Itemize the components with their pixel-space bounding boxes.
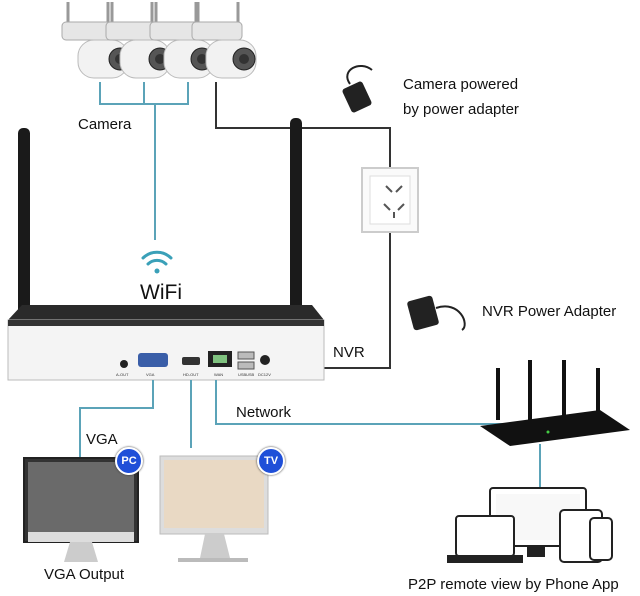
laptop-icon (455, 515, 515, 557)
camera-3 (149, 2, 215, 79)
port-label-dc12v: DC12V (258, 372, 271, 377)
camera-4 (191, 2, 257, 79)
tv-monitor-icon (159, 455, 269, 562)
a-out-port (120, 360, 128, 368)
camera-powered-line1: Camera powered (403, 76, 519, 93)
output-connectors (79, 380, 541, 488)
pc-monitor-icon (23, 457, 139, 562)
vga-output-label: VGA Output (44, 566, 125, 583)
nvr-power-adapter-label: NVR Power Adapter (482, 303, 617, 320)
usb-port-2 (237, 361, 255, 370)
power-lines (215, 82, 391, 369)
camera-label: Camera (78, 116, 132, 133)
port-label-wan: WAN (214, 372, 223, 377)
wall-socket-icon (361, 167, 419, 233)
camera-powered-label: Camera powered by power adapter (403, 72, 519, 122)
camera-connectors (99, 82, 189, 240)
nvr-antenna-right (290, 118, 302, 338)
cameras-group (61, 2, 257, 79)
network-label: Network (236, 404, 292, 421)
dc12v-port (260, 355, 270, 365)
nvr-device: A-OUT VGA HD-OUT WAN USB USB DC12V (7, 305, 325, 381)
nvr-antenna-left (18, 128, 30, 328)
camera-powered-line2: by power adapter (403, 101, 519, 118)
hdmi-port (182, 357, 200, 365)
remote-devices-icon (447, 487, 613, 563)
port-label-aout: A-OUT (116, 372, 129, 377)
wifi-icon (141, 250, 173, 274)
port-label-usb2: USB (246, 372, 255, 377)
port-label-vga: VGA (146, 372, 155, 377)
port-label-usb1: USB (238, 372, 247, 377)
port-label-hdout: HD-OUT (183, 372, 199, 377)
vga-label: VGA (86, 431, 118, 448)
usb-port-1 (237, 351, 255, 360)
tv-badge: TV (257, 447, 285, 475)
nvr-power-adapter-icon (407, 295, 466, 331)
wifi-label: WiFi (140, 281, 182, 304)
pc-badge: PC (115, 447, 143, 475)
vga-port (138, 353, 168, 367)
nvr-label: NVR (333, 344, 365, 361)
p2p-label: P2P remote view by Phone App (408, 576, 619, 593)
camera-power-adapter-icon (342, 65, 373, 113)
phone-icon (589, 517, 613, 561)
router-icon (480, 360, 630, 446)
